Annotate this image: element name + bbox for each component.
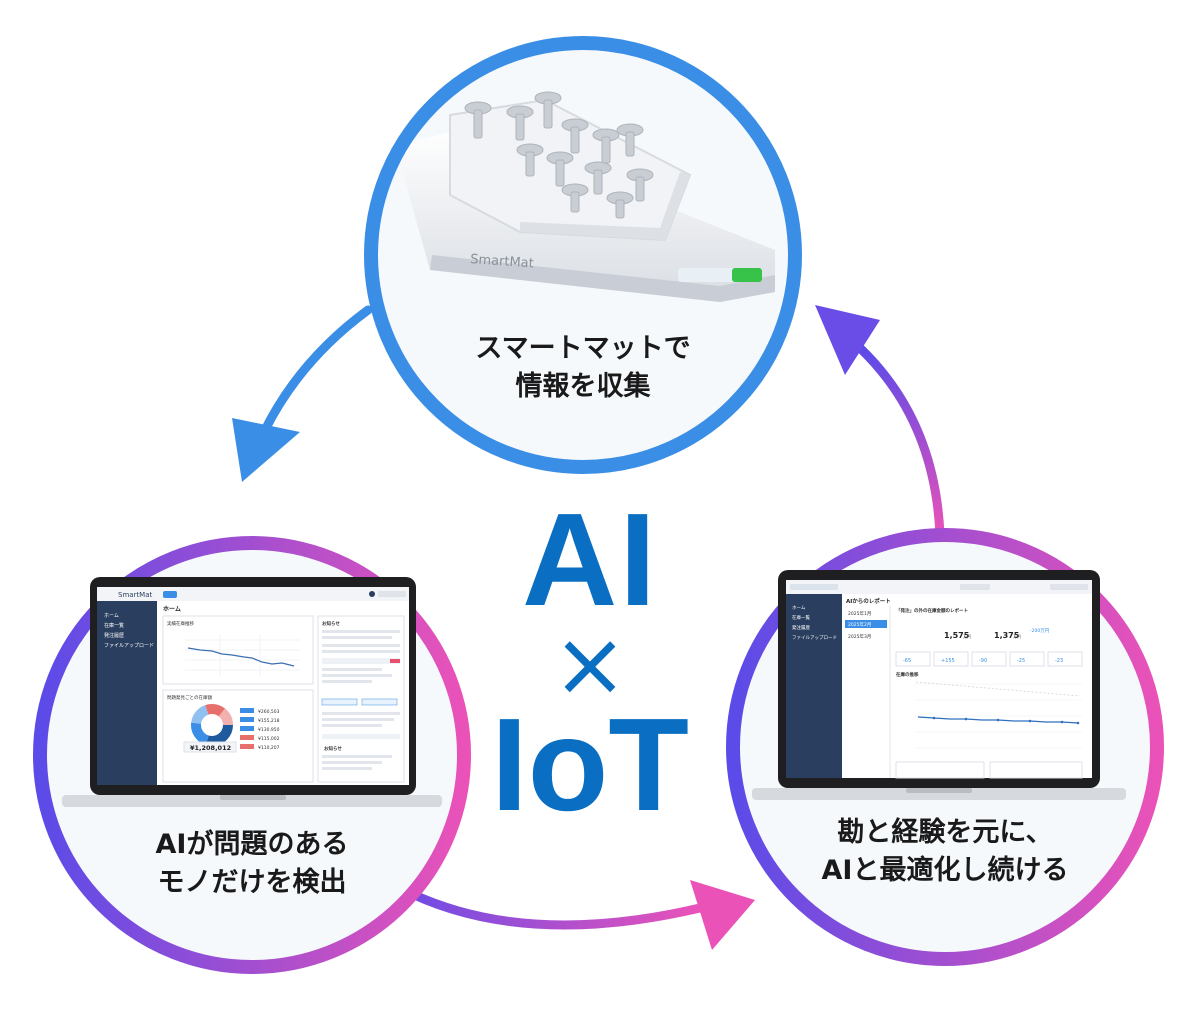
- right-kpi-0: -65: [903, 658, 911, 664]
- laptop-left: SmartMat ホーム 在庫一覧 発注履歴 ファイルアップロード ホーム 実績…: [62, 577, 442, 807]
- right-month-1[interactable]: 2025年2月: [848, 621, 871, 628]
- arrow-right-to-top: [855, 343, 945, 540]
- arrow-top-to-left: [260, 305, 373, 435]
- arrowhead-bottom: [690, 880, 755, 950]
- right-month-2[interactable]: 2025年3月: [848, 633, 871, 640]
- right-menu-1[interactable]: 在庫一覧: [792, 614, 810, 621]
- right-delta: -200万円: [1030, 628, 1050, 634]
- top-node-label: スマートマットで 情報を収集: [423, 330, 743, 406]
- left-sidebar: [97, 601, 157, 785]
- right-node-label: 勘と経験を元に、 AIと最適化し続ける: [775, 814, 1115, 890]
- left-amount-1: ¥155,218: [258, 718, 280, 724]
- left-page-title: ホーム: [163, 606, 181, 613]
- right-kpi-2: -90: [979, 658, 987, 664]
- right-page-title: AIからのレポート: [846, 597, 891, 605]
- right-menu-0[interactable]: ホーム: [792, 605, 806, 611]
- left-brand: SmartMat: [118, 591, 153, 599]
- center-title-iot: IoT: [491, 691, 689, 838]
- right-kpi-1: +155: [941, 658, 955, 664]
- right-kpi-4: -23: [1055, 658, 1063, 664]
- left-label-line1: AIが問題のある: [155, 829, 349, 860]
- smart-mat-device: SmartMat: [395, 91, 775, 302]
- right-month-0[interactable]: 2025年1月: [848, 610, 871, 617]
- left-menu-0[interactable]: ホーム: [104, 613, 119, 619]
- top-label-line1: スマートマットで: [475, 333, 691, 364]
- center-title-ai: AI: [522, 486, 658, 633]
- left-amount-2: ¥130,950: [258, 727, 280, 733]
- left-amount-4: ¥110,207: [258, 745, 280, 751]
- arrowhead-top: [815, 305, 880, 375]
- node-left: SmartMat ホーム 在庫一覧 発注履歴 ファイルアップロード ホーム 実績…: [33, 536, 471, 974]
- left-label-line2: モノだけを検出: [157, 867, 347, 898]
- right-report-title: 「発注」の外の在庫金額のレポート: [896, 607, 968, 614]
- left-news-title: お知らせ: [322, 620, 340, 627]
- left-alert-title: お知らせ: [324, 745, 342, 752]
- right-menu-3[interactable]: ファイルアップロード: [792, 635, 837, 641]
- node-right: ホーム 在庫一覧 発注履歴 ファイルアップロード AIからのレポート 2025年…: [726, 528, 1164, 966]
- right-unit-after: 万円: [1013, 634, 1021, 639]
- right-kpi-3: -25: [1017, 658, 1025, 664]
- left-amount-0: ¥260,503: [258, 709, 280, 715]
- right-value-before: 1,575: [944, 631, 970, 640]
- arrow-left-to-right: [395, 883, 705, 930]
- right-value-after: 1,375: [994, 631, 1020, 640]
- right-unit-before: 万円: [963, 634, 971, 639]
- left-node-label: AIが問題のある モノだけを検出: [92, 826, 412, 902]
- top-label-line2: 情報を収集: [515, 371, 651, 402]
- left-menu-1[interactable]: 在庫一覧: [104, 622, 124, 629]
- center-title-x: ×: [552, 612, 628, 717]
- right-menu-2[interactable]: 発注履歴: [792, 624, 810, 631]
- right-label-line1: 勘と経験を元に、: [837, 817, 1053, 848]
- arrowhead-left: [232, 418, 300, 482]
- right-sidebar: [786, 594, 842, 778]
- left-menu-2[interactable]: 発注履歴: [104, 632, 124, 639]
- laptop-right: ホーム 在庫一覧 発注履歴 ファイルアップロード AIからのレポート 2025年…: [752, 570, 1126, 800]
- left-menu-3[interactable]: ファイルアップロード: [104, 643, 154, 649]
- left-amount-3: ¥115,002: [258, 736, 280, 742]
- left-chart-title: 実績在庫推移: [167, 620, 194, 627]
- right-chart-label: 在庫の推移: [896, 671, 919, 678]
- device-logo: SmartMat: [470, 252, 535, 271]
- left-total: ¥1,208,012: [190, 744, 231, 752]
- node-top: SmartMat: [364, 36, 802, 474]
- right-label-line2: AIと最適化し続ける: [821, 855, 1069, 886]
- donut-chart: [191, 704, 233, 746]
- left-donut-title: 問題発見ごとの在庫額: [167, 694, 212, 701]
